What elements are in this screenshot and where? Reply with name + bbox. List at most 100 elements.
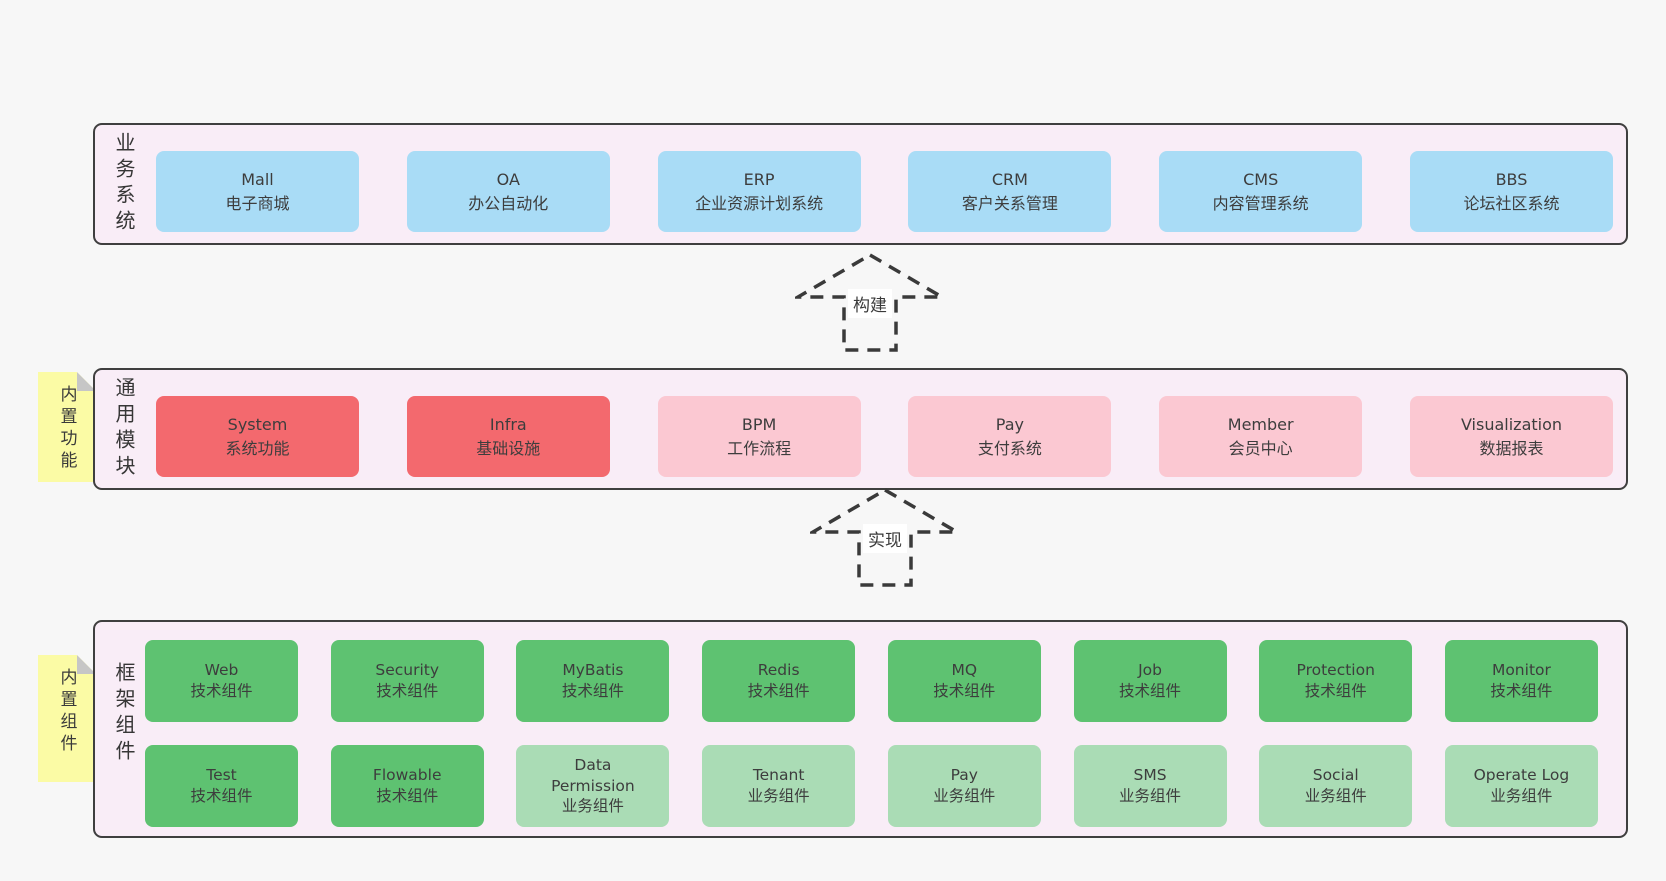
box-flowable: Flowable 技术组件 xyxy=(330,745,484,827)
note-text: 内置功能 xyxy=(56,385,77,473)
box-desc: 论坛社区系统 xyxy=(1463,193,1560,213)
business-components-row: Test 技术组件 Flowable 技术组件 Data Permission … xyxy=(145,745,1598,827)
box-name: Pay xyxy=(995,415,1024,435)
up-arrow-icon xyxy=(795,253,945,352)
common-modules-container: 通用模块 System 系统功能 Infra 基础设施 BPM 工作流程 Pay… xyxy=(93,368,1628,490)
box-name: Test xyxy=(206,766,237,785)
business-systems-row: Mall 电子商城 OA 办公自动化 ERP 企业资源计划系统 CRM 客户关系… xyxy=(156,151,1613,232)
box-desc: 业务组件 xyxy=(1304,787,1367,805)
box-cms: CMS 内容管理系统 xyxy=(1159,151,1363,232)
box-desc: 基础设施 xyxy=(476,438,541,458)
box-desc: 办公自动化 xyxy=(468,193,549,213)
box-protection: Protection 技术组件 xyxy=(1259,640,1413,722)
box-tenant: Tenant 业务组件 xyxy=(702,745,856,827)
box-desc: 技术组件 xyxy=(561,682,624,700)
sticky-note-builtin-functions: 内置功能 xyxy=(38,372,96,482)
arrow-build-label: 构建 xyxy=(848,289,892,318)
box-name: Protection xyxy=(1296,661,1375,680)
arrow-implement-label: 实现 xyxy=(863,524,907,553)
common-modules-row: System 系统功能 Infra 基础设施 BPM 工作流程 Pay 支付系统… xyxy=(156,396,1613,477)
business-systems-title: 业务系统 xyxy=(112,132,136,236)
box-name: Mall xyxy=(241,170,274,190)
up-arrow-icon xyxy=(810,488,960,587)
box-name: Pay xyxy=(950,766,978,785)
box-crm: CRM 客户关系管理 xyxy=(908,151,1112,232)
box-name: ERP xyxy=(743,170,775,190)
box-visualization: Visualization 数据报表 xyxy=(1409,396,1613,477)
common-modules-title: 通用模块 xyxy=(112,377,136,481)
box-name: SMS xyxy=(1133,766,1167,785)
box-desc: 业务组件 xyxy=(1119,787,1182,805)
box-name: Redis xyxy=(757,661,800,680)
box-desc: 技术组件 xyxy=(747,682,810,700)
box-desc: 数据报表 xyxy=(1479,438,1544,458)
box-name: Infra xyxy=(489,415,527,435)
box-name: BPM xyxy=(741,415,777,435)
box-name: Job xyxy=(1138,661,1162,680)
box-infra: Infra 基础设施 xyxy=(406,396,610,477)
box-desc: 业务组件 xyxy=(1490,787,1553,805)
box-desc: 会员中心 xyxy=(1228,438,1293,458)
box-desc: 业务组件 xyxy=(747,787,810,805)
box-redis: Redis 技术组件 xyxy=(702,640,856,722)
box-name: BBS xyxy=(1495,170,1528,190)
box-desc: 技术组件 xyxy=(376,682,439,700)
box-desc: 工作流程 xyxy=(727,438,792,458)
box-mq: MQ 技术组件 xyxy=(887,640,1041,722)
framework-components-container: 框架组件 Web 技术组件 Security 技术组件 MyBatis 技术组件… xyxy=(93,620,1628,838)
box-name: CRM xyxy=(991,170,1028,190)
box-name: Web xyxy=(204,661,239,680)
arrow-implement: 实现 xyxy=(810,488,960,588)
box-pay-system: Pay 支付系统 xyxy=(908,396,1112,477)
box-name: CMS xyxy=(1243,170,1279,190)
sticky-note-builtin-components: 内置组件 xyxy=(38,655,96,782)
box-name: Operate Log xyxy=(1473,766,1570,785)
note-text: 内置组件 xyxy=(56,668,77,756)
box-mybatis: MyBatis 技术组件 xyxy=(516,640,670,722)
box-pay-component: Pay 业务组件 xyxy=(887,745,1041,827)
folded-corner-icon xyxy=(77,655,96,674)
box-system: System 系统功能 xyxy=(156,396,359,477)
box-name: Member xyxy=(1227,415,1294,435)
box-name: Security xyxy=(375,661,440,680)
box-name: Data Permission xyxy=(551,755,635,795)
box-data-permission: Data Permission 业务组件 xyxy=(516,745,670,827)
box-operate-log: Operate Log 业务组件 xyxy=(1444,745,1598,827)
box-sms: SMS 业务组件 xyxy=(1073,745,1227,827)
box-name: MyBatis xyxy=(562,661,624,680)
box-desc: 技术组件 xyxy=(376,787,439,805)
box-job: Job 技术组件 xyxy=(1073,640,1227,722)
technical-components-row: Web 技术组件 Security 技术组件 MyBatis 技术组件 Redi… xyxy=(145,640,1598,722)
box-name: Monitor xyxy=(1491,661,1551,680)
box-desc: 技术组件 xyxy=(190,682,253,700)
box-name: Tenant xyxy=(752,766,805,785)
box-name: OA xyxy=(496,170,520,190)
box-desc: 内容管理系统 xyxy=(1212,193,1309,213)
box-social: Social 业务组件 xyxy=(1259,745,1413,827)
box-security: Security 技术组件 xyxy=(330,640,484,722)
box-monitor: Monitor 技术组件 xyxy=(1444,640,1598,722)
box-desc: 系统功能 xyxy=(225,438,290,458)
box-desc: 业务组件 xyxy=(561,797,624,816)
box-desc: 技术组件 xyxy=(1490,682,1553,700)
box-desc: 技术组件 xyxy=(190,787,253,805)
box-desc: 业务组件 xyxy=(933,787,996,805)
box-desc: 企业资源计划系统 xyxy=(695,193,824,213)
framework-components-title: 框架组件 xyxy=(112,662,136,766)
box-desc: 客户关系管理 xyxy=(961,193,1058,213)
box-name: Flowable xyxy=(372,766,442,785)
folded-corner-icon xyxy=(77,372,96,391)
box-desc: 支付系统 xyxy=(977,438,1042,458)
box-name: MQ xyxy=(951,661,978,680)
box-bpm: BPM 工作流程 xyxy=(657,396,861,477)
box-desc: 电子商城 xyxy=(225,193,290,213)
box-bbs: BBS 论坛社区系统 xyxy=(1409,151,1613,232)
box-desc: 技术组件 xyxy=(1119,682,1182,700)
box-mall: Mall 电子商城 xyxy=(156,151,359,232)
box-test: Test 技术组件 xyxy=(145,745,298,827)
box-name: Visualization xyxy=(1460,415,1563,435)
box-member: Member 会员中心 xyxy=(1159,396,1363,477)
business-systems-container: 业务系统 Mall 电子商城 OA 办公自动化 ERP 企业资源计划系统 CRM… xyxy=(93,123,1628,245)
box-oa: OA 办公自动化 xyxy=(406,151,610,232)
box-erp: ERP 企业资源计划系统 xyxy=(657,151,861,232)
